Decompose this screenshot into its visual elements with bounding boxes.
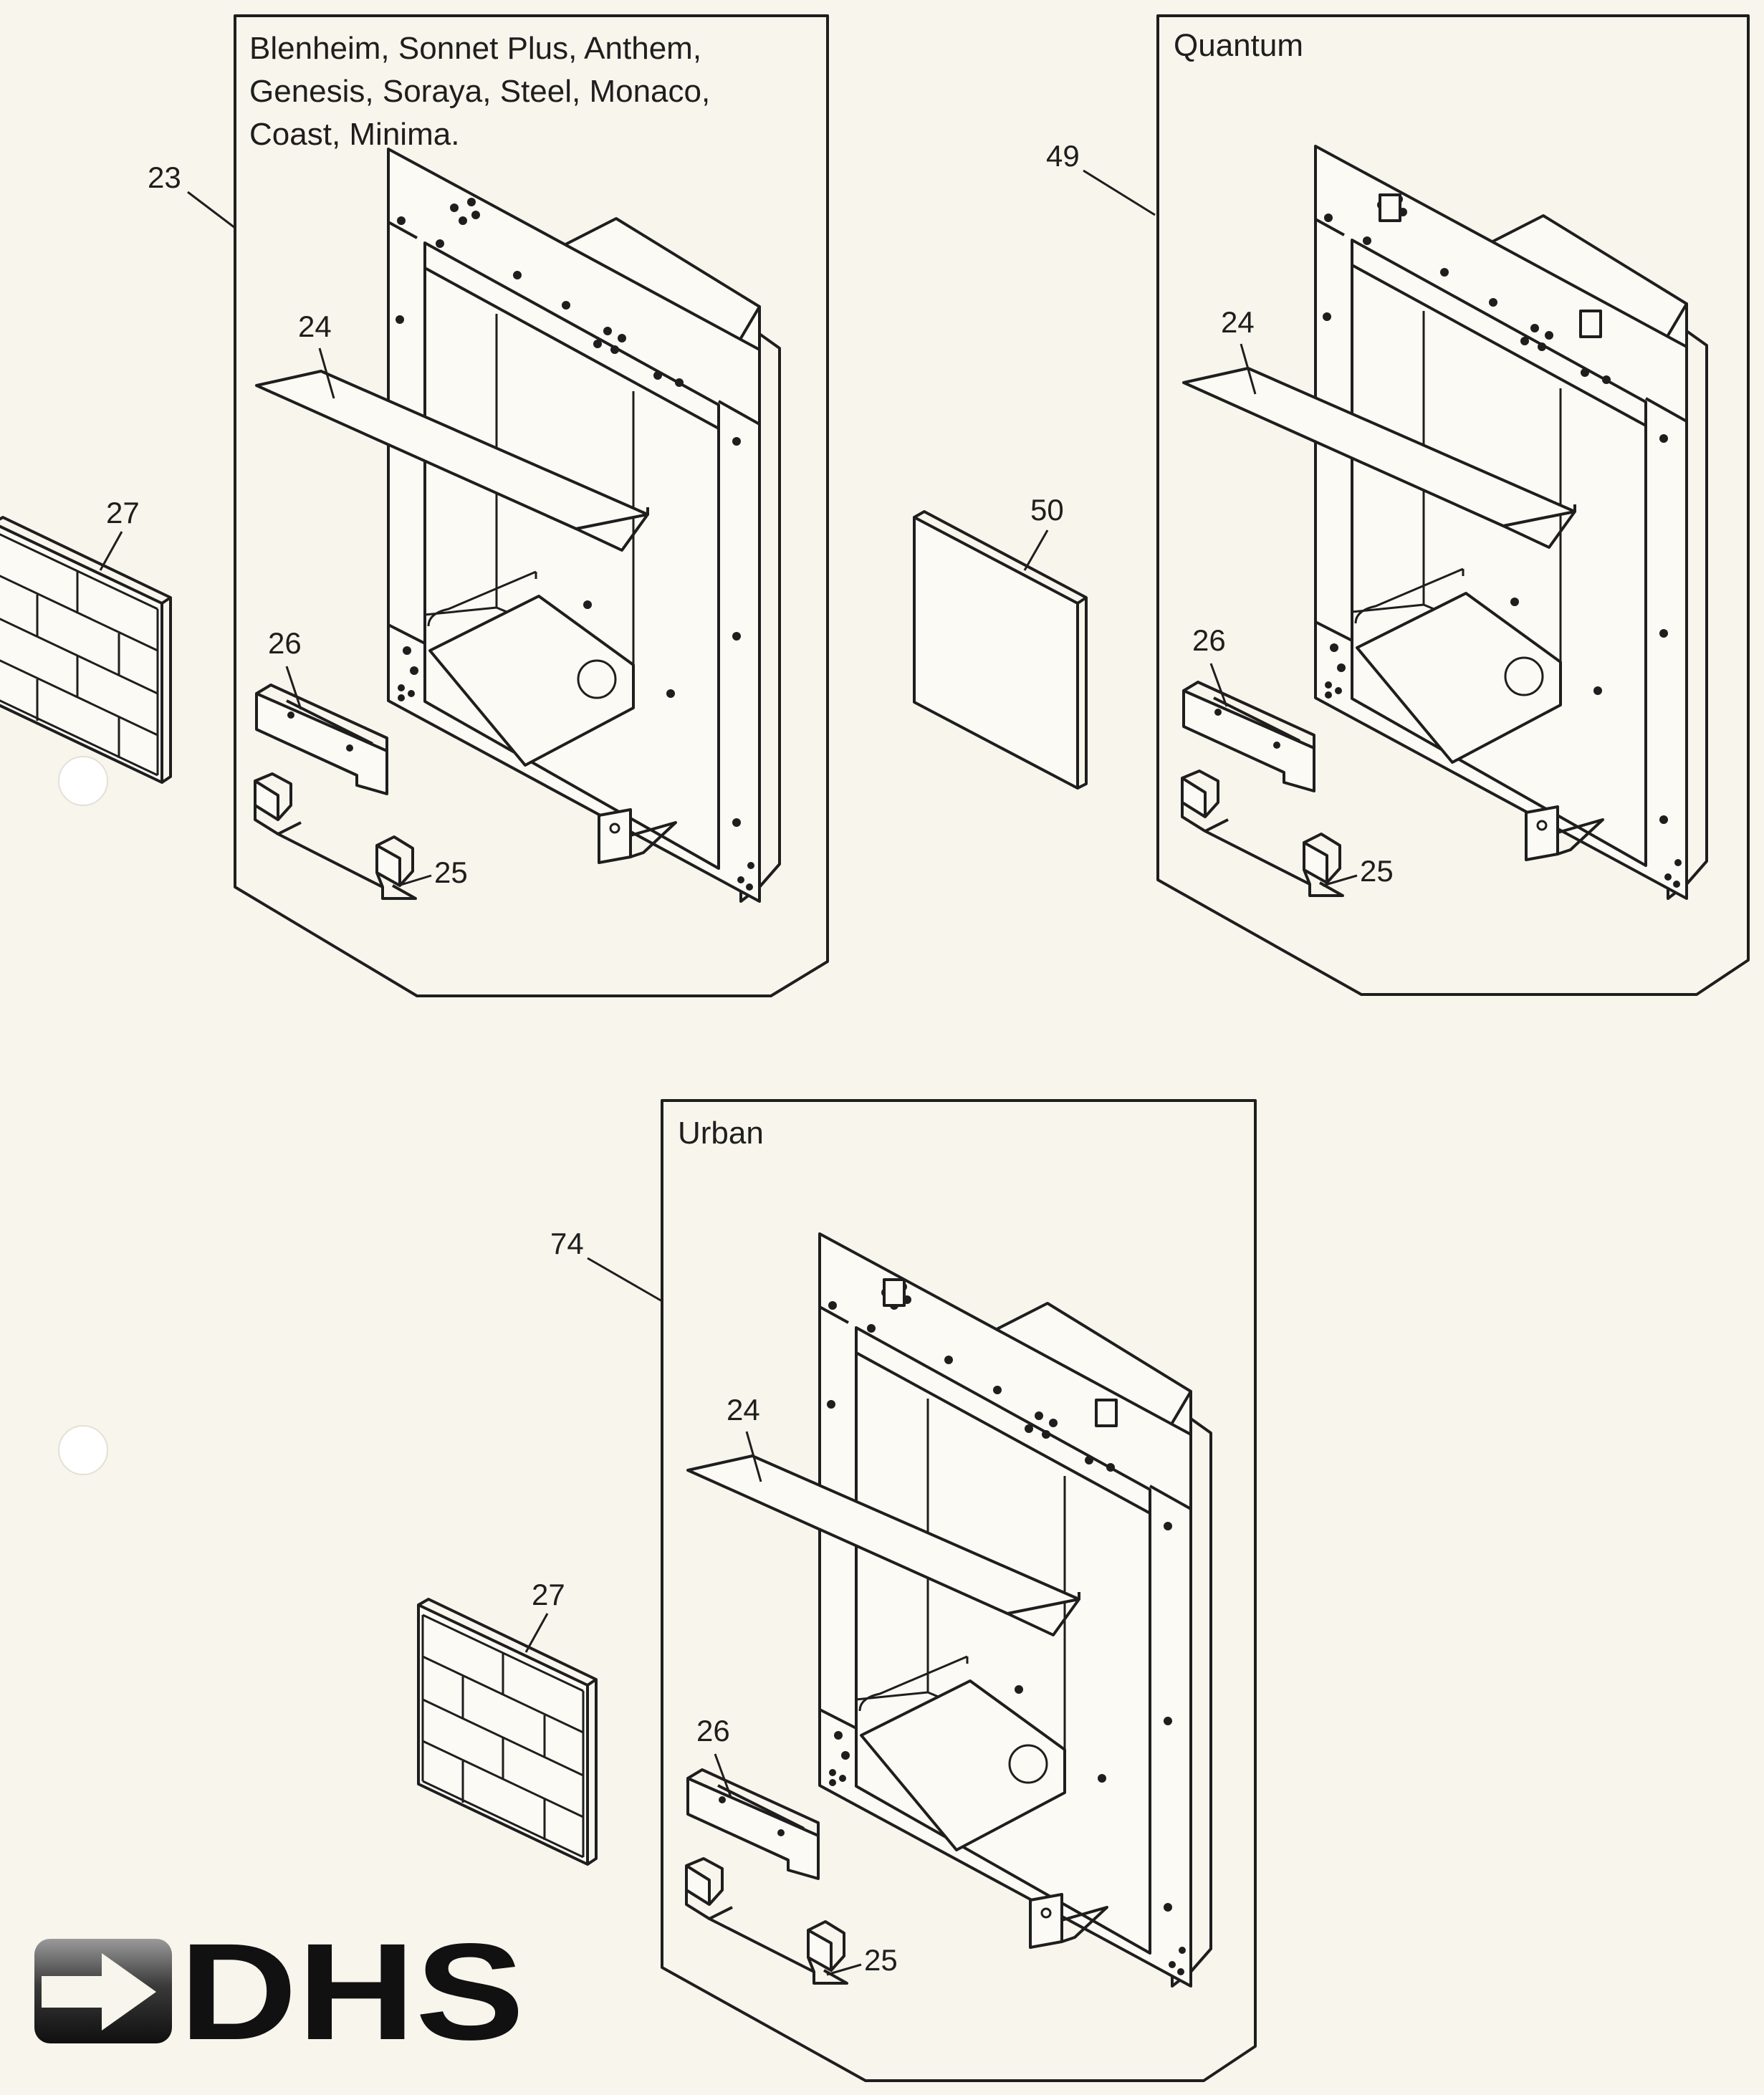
main-title-line-1: Blenheim, Sonnet Plus, Anthem, [249,31,701,66]
urban-firebox-assembly [685,1232,1212,1988]
callout-26-urban: 26 [696,1714,730,1748]
side-panel-50: 50 [913,493,1088,790]
callout-26-quantum: 26 [1192,623,1226,657]
urban-diagram-panel: Urban 74 24 26 25 [550,1099,1257,2082]
main-title-line-2: Genesis, Soraya, Steel, Monaco, [249,74,710,109]
callout-24-main: 24 [298,310,332,343]
callout-25-main: 25 [434,855,468,889]
callout-50: 50 [1030,493,1064,527]
callout-25-urban: 25 [864,1943,898,1977]
callout-27-bottom: 27 [532,1578,565,1611]
callout-24-urban: 24 [727,1393,760,1427]
punch-hole-bottom [58,1425,108,1475]
callout-23: 23 [148,160,181,194]
callout-24-quantum: 24 [1221,305,1255,339]
brick-panel-top: 27 [0,496,172,784]
arrow-right-icon [42,1953,156,2031]
callout-49: 49 [1046,139,1080,173]
quantum-panel-frame [1156,14,1750,996]
urban-hinge-tabs [883,1278,1118,1427]
quantum-diagram-panel: Quantum 49 24 26 25 [1046,14,1750,996]
quantum-firebox-assembly [1181,145,1708,900]
brick-panel-bottom: 27 [417,1578,598,1866]
punch-hole-top [58,756,108,806]
main-panel-frame [234,14,829,997]
callout-25-quantum: 25 [1360,854,1394,888]
callout-27-top: 27 [106,496,140,529]
callout-26-main: 26 [268,626,302,660]
urban-title: Urban [678,1116,764,1151]
main-firebox-assembly [254,148,781,903]
main-title-line-3: Coast, Minima. [249,117,459,152]
callout-74: 74 [550,1227,584,1260]
dhs-logo: DHS [34,1914,524,2068]
quantum-title: Quantum [1174,28,1303,63]
urban-panel-frame [661,1099,1257,2082]
quantum-hinge-tabs [1379,193,1602,338]
logo-text: DHS [179,1914,524,2068]
main-diagram-panel: Blenheim, Sonnet Plus, Anthem, Genesis, … [148,14,829,997]
